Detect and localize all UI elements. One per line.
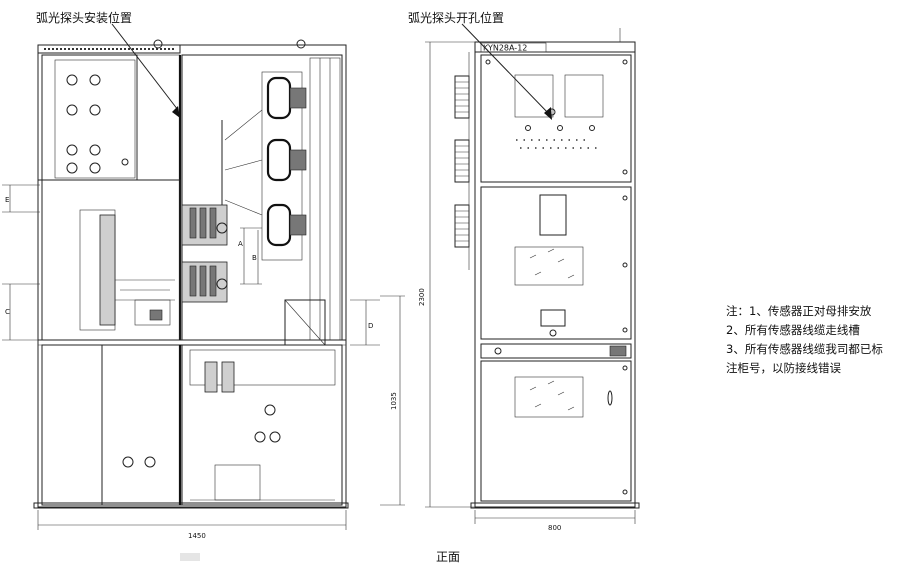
indicator-lamps — [516, 139, 600, 149]
breaker-mechanism — [134, 299, 171, 326]
front-width-dimension: 800 — [548, 524, 561, 532]
upper-partition — [136, 54, 181, 181]
breaker-door — [480, 186, 632, 340]
total-height-dimension: 2300 — [418, 288, 426, 306]
busbar-clamp-2 — [266, 138, 292, 182]
front-view: 800 2300 KYN28A-12 — [418, 23, 640, 532]
front-leader-arrow — [544, 107, 552, 120]
front-side-insulators — [454, 75, 470, 248]
front-view-caption: 正面 — [436, 550, 461, 564]
front-view-base — [470, 502, 640, 509]
cable-inspection-window — [514, 376, 584, 418]
lower-height-dimension: 1035 — [390, 392, 398, 410]
lifting-hook-right — [296, 39, 306, 49]
lower-left-compartment — [41, 344, 103, 506]
dimension-a: A — [238, 240, 243, 248]
side-top-plate — [37, 44, 181, 54]
side-width-dimension: 1450 — [188, 532, 206, 540]
busbar-insulators — [261, 71, 307, 261]
door-handle — [607, 390, 613, 406]
notes-block: 注：1、传感器正对母排安放 2、所有传感器线缆走线槽 3、所有传感器线缆我司都已… — [726, 302, 883, 378]
drawing-stamp — [180, 553, 200, 561]
breaker-contacts — [181, 204, 228, 303]
model-plate: KYN28A-12 — [483, 44, 527, 53]
note-line-1: 注：1、传感器正对母排安放 — [726, 304, 872, 318]
instrument-door — [480, 54, 632, 183]
side-view-outer-frame — [37, 44, 347, 508]
breaker-inspection-window — [514, 246, 584, 286]
front-view-outer-frame — [474, 41, 636, 508]
bus-links — [224, 109, 263, 216]
cable-compartment — [181, 344, 343, 506]
side-view-base — [33, 502, 349, 509]
cable-terminals — [204, 361, 218, 393]
side-view-title: 弧光探头安装位置 — [36, 11, 133, 25]
front-view-title: 弧光探头开孔位置 — [408, 11, 505, 25]
front-title-leader — [461, 23, 551, 116]
note-line-2: 2、所有传感器线缆走线槽 — [726, 323, 860, 337]
meter-window-left — [514, 74, 554, 118]
dimension-c: C — [5, 308, 10, 316]
lifting-hook-left — [153, 39, 163, 49]
rear-duct — [309, 57, 341, 341]
dimension-e: E — [5, 196, 9, 204]
cable-door — [480, 360, 632, 502]
side-view: 1450 1035 E C A B D — [2, 23, 405, 540]
meter-window-right — [564, 74, 604, 118]
front-dimensions — [425, 28, 636, 524]
lv-compartment — [41, 54, 138, 181]
dimension-b: B — [252, 254, 257, 262]
lower-mid-compartment — [101, 344, 183, 506]
side-title-leader — [111, 23, 179, 111]
busbar-clamp-1 — [266, 76, 292, 120]
breaker-viewport — [539, 194, 567, 236]
breaker-operating-slot — [540, 309, 566, 327]
lv-panel-holes — [66, 74, 129, 174]
control-strip — [480, 343, 632, 359]
lv-panel — [54, 59, 136, 179]
busbar-clamp-3 — [266, 203, 292, 247]
earthing-switch — [214, 464, 261, 501]
dimension-d: D — [368, 322, 373, 330]
side-leader-arrow — [172, 106, 180, 118]
note-line-3: 3、所有传感器线缆我司都已标 — [726, 342, 883, 356]
side-dimensions — [2, 184, 405, 530]
note-line-4: 注柜号，以防接线错误 — [726, 361, 841, 375]
